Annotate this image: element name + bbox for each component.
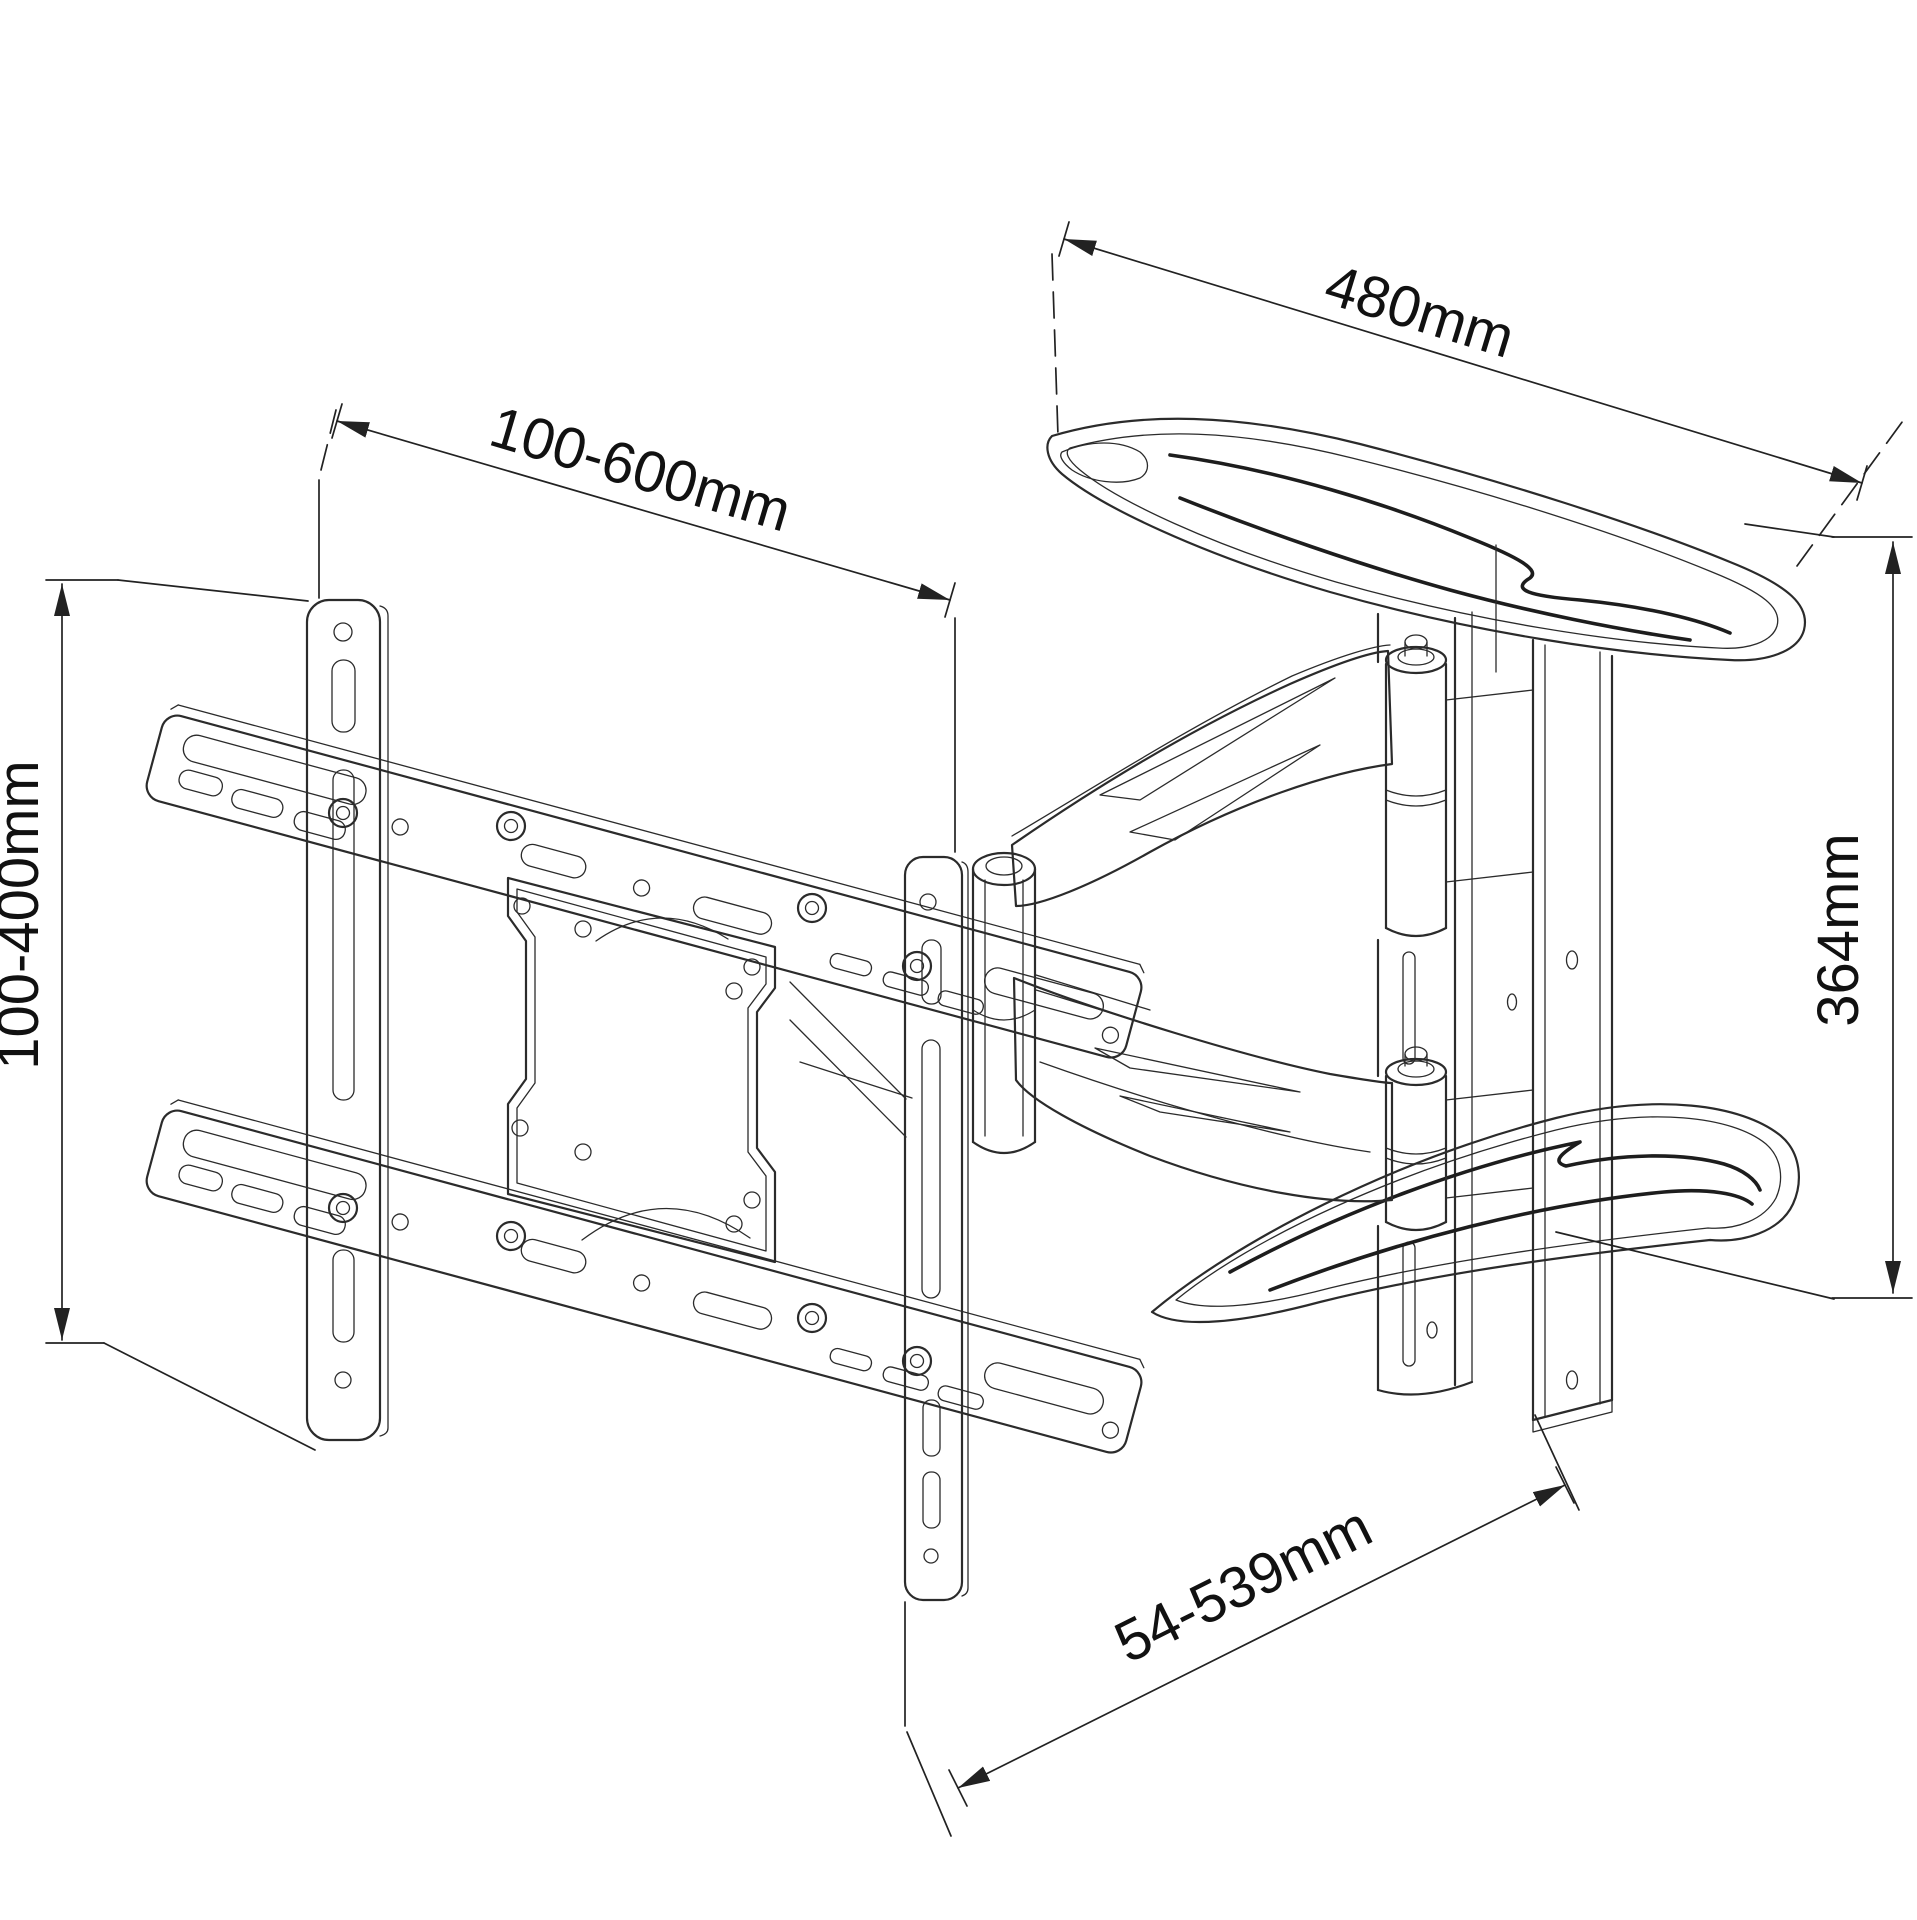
lower-arm-cover: [1150, 1103, 1800, 1324]
wall-rail-top: [141, 701, 1149, 1063]
vesa-plate: [506, 876, 913, 1264]
wall-column: [1506, 638, 1614, 1433]
dim-label-extension: 54-539mm: [1105, 1494, 1382, 1676]
tilt-arc-bottom: [581, 1207, 751, 1241]
dim-label-arm-length: 480mm: [1318, 252, 1522, 371]
tv-rail-right: [903, 855, 969, 1602]
wall-rail-bottom: [141, 1096, 1149, 1458]
upper-arm: [1010, 644, 1394, 1026]
tv-rail-left: [305, 598, 389, 1442]
lower-hinge: [1384, 1046, 1448, 1232]
dim-label-rail-span: 100-600mm: [483, 394, 798, 544]
upper-arm-cover: [1046, 417, 1807, 673]
dim-plate-height: 364mm: [1555, 523, 1913, 1300]
dim-arm-length: 480mm: [1051, 221, 1906, 567]
dim-rail-span: 100-600mm: [318, 394, 956, 853]
lower-arm: [1012, 976, 1394, 1203]
dim-label-plate-height: 364mm: [1806, 833, 1871, 1026]
dim-extension: 54-539mm: [904, 1414, 1580, 1837]
dim-label-rail-height: 100-400mm: [0, 760, 51, 1069]
tilt-arc-top: [595, 917, 729, 942]
hinge-post: [1376, 611, 1534, 1396]
dim-rail-height: 100-400mm: [0, 579, 316, 1451]
inner-link: [971, 851, 1037, 1154]
upper-hinge: [1384, 634, 1448, 938]
